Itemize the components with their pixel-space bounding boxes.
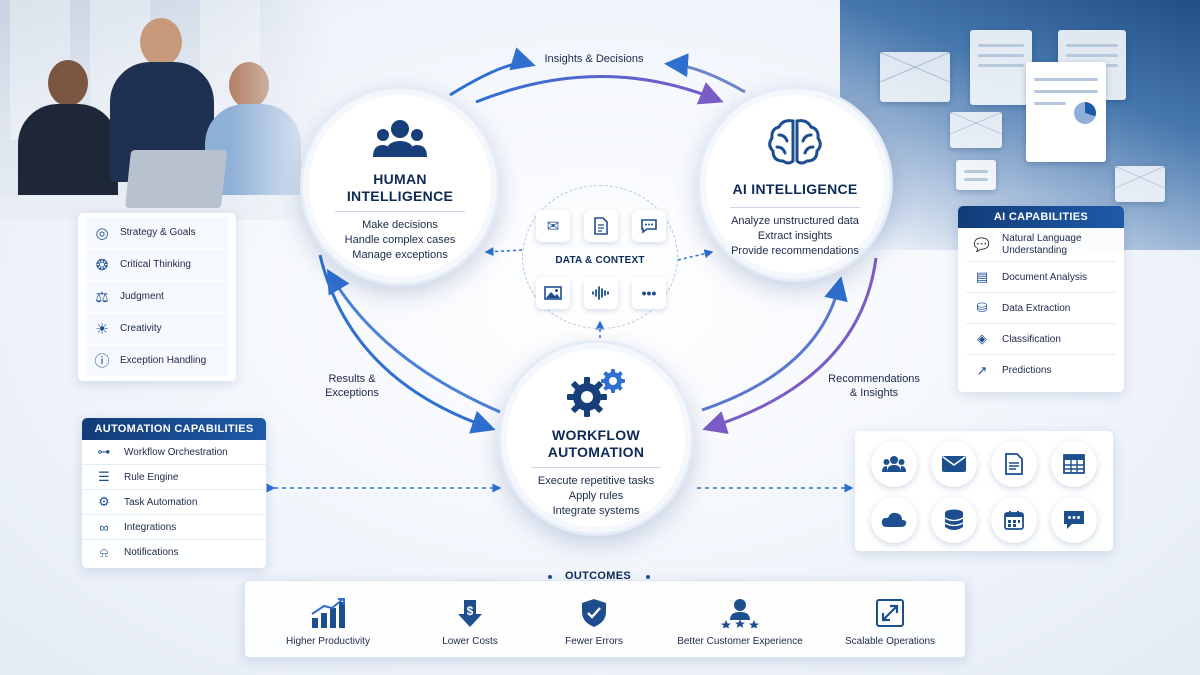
shield-check-icon: [582, 599, 606, 627]
bar-growth-icon: [311, 598, 345, 628]
auto-cap-integrations: ∞Integrations: [82, 515, 266, 540]
auto-cap-workflow: ⊶Workflow Orchestration: [82, 440, 266, 465]
skill-creativity: ☀Creativity: [86, 313, 228, 345]
ai-title: AI INTELLIGENCE: [732, 181, 858, 197]
gears-icon: [567, 369, 625, 417]
flow-icon: ⊶: [97, 444, 111, 459]
auto-cap-task-automation: ⚙Task Automation: [82, 490, 266, 515]
human-line-3: Manage exceptions: [352, 249, 448, 261]
skill-critical-thinking: ❂Critical Thinking: [86, 249, 228, 281]
workflow-line-1: Execute repetitive tasks: [537, 475, 655, 487]
outcome-fewer-errors: Fewer Errors: [524, 598, 664, 647]
dollar-down-icon: $: [458, 600, 482, 627]
chat-bubble-icon: 💬: [973, 236, 991, 252]
spreadsheet-icon: [1051, 441, 1097, 487]
ai-line-1: Analyze unstructured data: [731, 215, 859, 227]
edge-ai-human-return: [475, 75, 724, 105]
svg-text:$: $: [467, 604, 474, 618]
customer-stars-icon: [721, 599, 759, 628]
edge-label-recommendations-insights: Recommendations& Insights: [828, 373, 920, 399]
ai-cap-document-analysis: ▤Document Analysis: [966, 262, 1116, 293]
workflow-line-2: Apply rules: [568, 490, 624, 502]
outcome-higher-productivity: Higher Productivity: [258, 598, 398, 647]
ai-line-2: Extract insights: [757, 230, 833, 242]
edge-workflow-human: [326, 268, 501, 414]
data-context-label: DATA & CONTEXT: [555, 255, 645, 266]
skill-judgment: ⚖Judgment: [86, 281, 228, 313]
line-chart-icon: ↗: [976, 362, 988, 378]
auto-cap-notifications: ⍾Notifications: [82, 540, 266, 565]
scales-icon: ⚖: [95, 288, 109, 306]
sliders-icon: ☰: [98, 469, 110, 484]
robot-arm-icon: ⚙: [98, 494, 110, 509]
ai-cap-data-extraction: ⛁Data Extraction: [966, 293, 1116, 324]
ai-cap-predictions: ↗Predictions: [966, 355, 1116, 386]
human-line-1: Make decisions: [362, 219, 438, 231]
image-icon: [536, 277, 570, 309]
edge-label-results-exceptions: Results &Exceptions: [325, 373, 379, 399]
calendar-icon: [991, 497, 1037, 543]
document-icon: [584, 210, 618, 242]
auto-cap-rule-engine: ☰Rule Engine: [82, 465, 266, 490]
automation-capabilities-panel: AUTOMATION CAPABILITIES ⊶Workflow Orches…: [82, 418, 266, 568]
chat-icon: [1051, 497, 1097, 543]
tag-icon: ◈: [977, 331, 987, 346]
systems-grid: [855, 431, 1113, 551]
ai-line-3: Provide recommendations: [731, 245, 859, 257]
outcome-better-customer-experience: Better Customer Experience: [670, 598, 810, 647]
outcomes-panel: [244, 580, 966, 658]
edge-ai-workflow: [702, 257, 878, 435]
document-icon: ▤: [975, 269, 989, 284]
automation-capabilities-title: AUTOMATION CAPABILITIES: [82, 418, 266, 440]
document-icon: [991, 441, 1037, 487]
brain-outline-icon: ❂: [95, 256, 109, 274]
data-context-hub: ✉ DATA & CONTEXT •••: [522, 185, 678, 329]
mail-icon: ✉: [536, 210, 570, 242]
bell-icon: ⍾: [99, 544, 109, 560]
human-skills-panel: ◎Strategy & Goals ❂Critical Thinking ⚖Ju…: [78, 213, 236, 381]
human-line-2: Handle complex cases: [344, 234, 456, 246]
mail-icon: [931, 441, 977, 487]
ai-cap-classification: ◈Classification: [966, 324, 1116, 355]
link-icon: ∞: [99, 519, 109, 535]
target-icon: ◎: [95, 224, 109, 242]
expand-icon: [876, 599, 904, 627]
more-icon: •••: [632, 277, 666, 309]
edge-ai-human-back: [664, 53, 746, 94]
brain-icon: [768, 119, 822, 165]
workflow-line-3: Integrate systems: [552, 505, 640, 517]
audio-wave-icon: [584, 277, 618, 309]
outcomes-title: OUTCOMES: [565, 570, 631, 582]
people-icon: [373, 120, 427, 157]
alert-icon: ⓘ: [94, 353, 110, 370]
lightbulb-icon: ☀: [95, 320, 109, 338]
database-icon: [931, 497, 977, 543]
team-photo: [0, 0, 330, 220]
edge-human-ai-forward: [449, 47, 536, 97]
outcome-lower-costs: $ Lower Costs: [400, 598, 540, 647]
users-icon: [871, 441, 917, 487]
ai-capabilities-title: AI CAPABILITIES: [958, 206, 1124, 228]
database-icon: ⛁: [976, 300, 988, 315]
cloud-icon: [871, 497, 917, 543]
outcome-scalable-operations: Scalable Operations: [820, 598, 960, 647]
chat-icon: [632, 210, 666, 242]
edge-workflow-ai: [701, 276, 848, 412]
edge-label-insights-decisions: Insights & Decisions: [544, 53, 644, 65]
ai-intelligence-node: AI INTELLIGENCE Analyze unstructured dat…: [697, 86, 893, 282]
skill-strategy: ◎Strategy & Goals: [86, 217, 228, 249]
